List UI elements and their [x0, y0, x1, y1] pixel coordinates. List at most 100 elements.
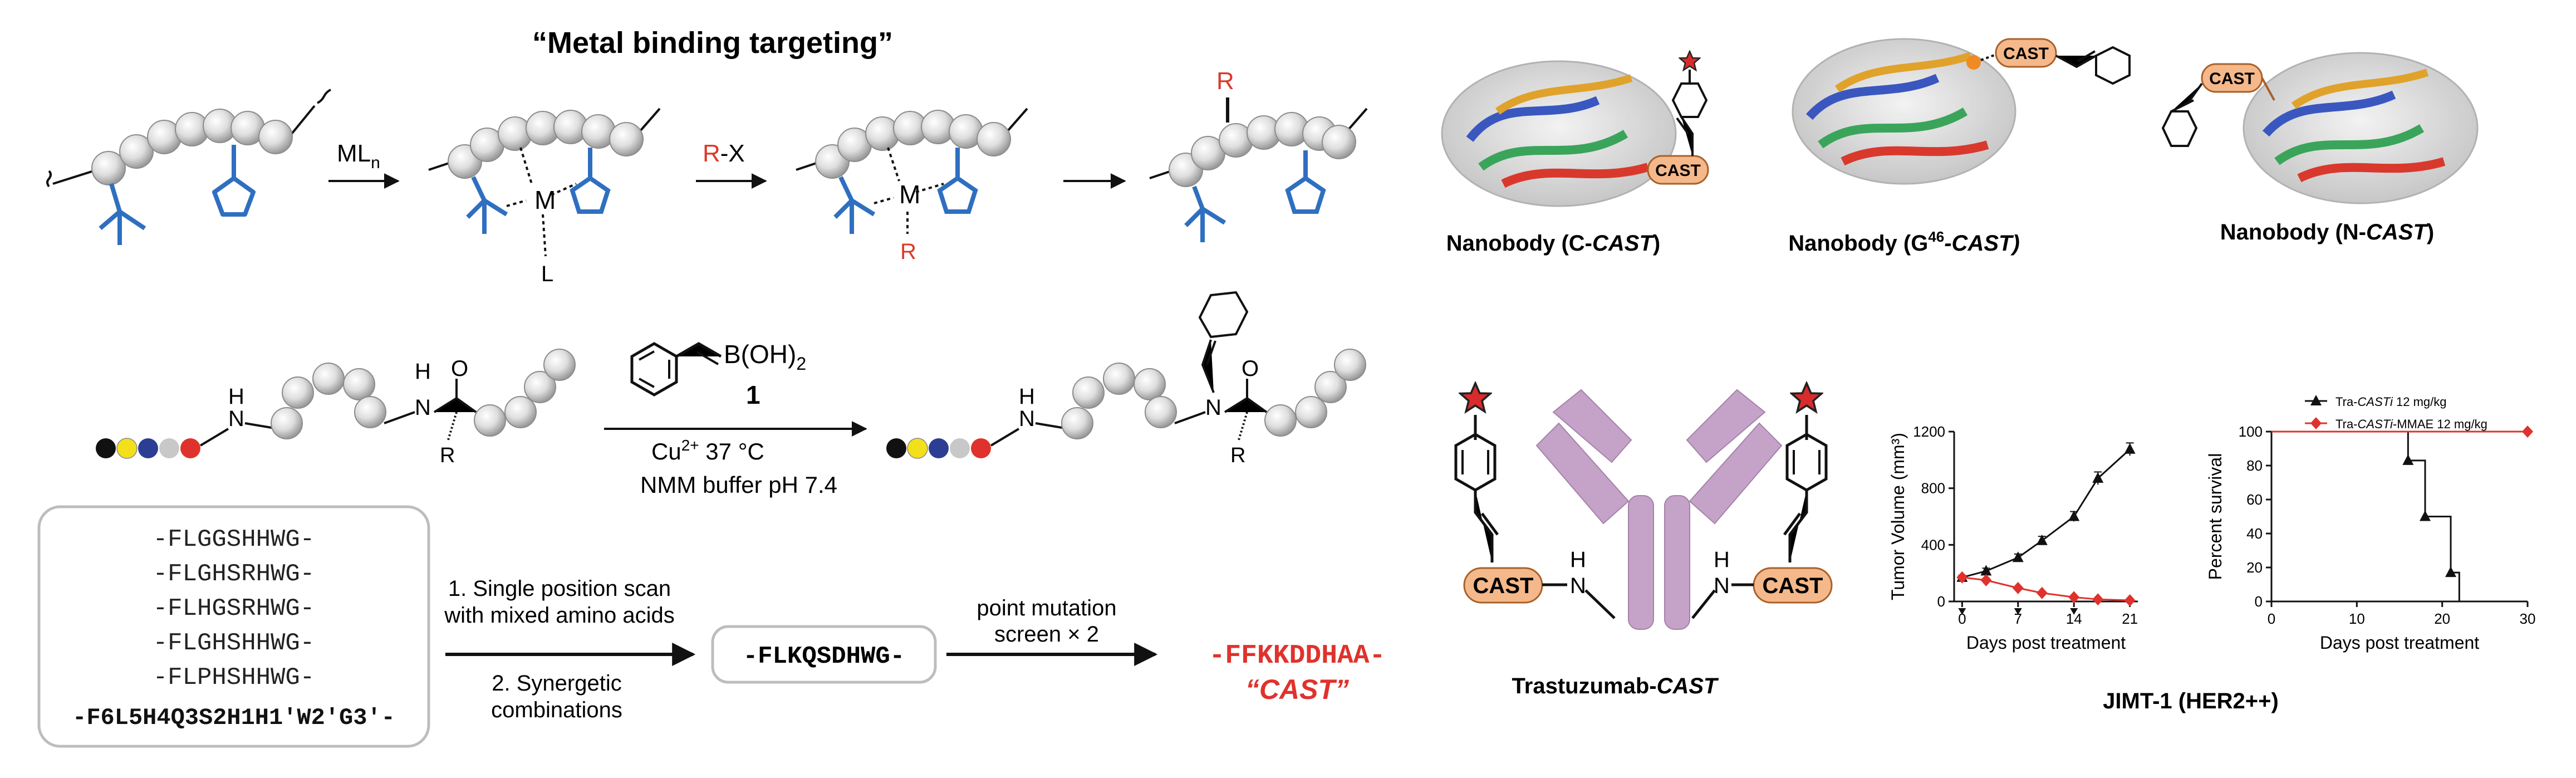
- y-tick-label: 40: [2246, 525, 2263, 542]
- atom-o-1: O: [451, 356, 468, 381]
- step1-reagent: MLn: [337, 140, 380, 172]
- atom-r-2: R: [1230, 444, 1245, 467]
- survival-point: [2522, 425, 2533, 438]
- scan-step-1a: 1. Single position scan: [448, 576, 671, 601]
- consensus-seq: -F6L5H4Q3S2H1H1'W2'G3'-: [72, 704, 395, 731]
- panel-a-title: “Metal binding targeting”: [532, 26, 893, 60]
- x-axis-label: Days post treatment: [1966, 633, 2126, 653]
- ligand-label: L: [541, 262, 553, 286]
- r-group-bound: R: [900, 239, 916, 264]
- boronic-acid-reagent: B(OH)2 1: [630, 340, 806, 409]
- x-tick-label: 0: [1958, 610, 1966, 627]
- data-point: [2092, 472, 2104, 483]
- trastuzumab-label: Trastuzumab-CAST: [1512, 674, 1720, 698]
- nanobody-g46-cast: CAST Nanobody (G46-CAST): [1788, 38, 2131, 256]
- cast-sequence: -FFKKDDHAA-: [1209, 641, 1386, 671]
- linker-n-left: N: [1570, 574, 1586, 598]
- reaction-conditions-2: NMM buffer pH 7.4: [640, 472, 837, 498]
- data-point: [2036, 534, 2048, 545]
- cast-tag-right-label: CAST: [1763, 574, 1823, 598]
- nanobody-c-cast: CAST Nanobody (C-CAST): [1441, 50, 1709, 256]
- survival-point: [2402, 454, 2414, 465]
- scan-step-2b: combinations: [491, 698, 622, 722]
- metal-label-2: M: [899, 180, 920, 209]
- atom-h-2: H: [415, 359, 431, 384]
- scan-step-2a: 2. Synergetic: [492, 671, 621, 696]
- survival-point: [2420, 510, 2431, 521]
- x-tick-label: 7: [2014, 610, 2022, 627]
- dose-arrow: [2014, 608, 2022, 615]
- atom-n-2: N: [415, 395, 431, 420]
- x-tick-label: 30: [2520, 610, 2536, 627]
- library-seq-5: -FLPHSHHWG-: [153, 664, 315, 692]
- series-line: [1961, 448, 2131, 579]
- legend-label: Tra-CASTi 12 mg/kg: [2335, 395, 2447, 409]
- peptide-chain-1: [46, 89, 331, 245]
- linker-h-right: H: [1714, 547, 1730, 572]
- atom-h-1: H: [228, 384, 244, 409]
- metal-label: M: [534, 185, 556, 214]
- data-point: [1956, 571, 1968, 584]
- r-group-product: R: [1216, 67, 1234, 95]
- nanobody-c-label: Nanobody (C-CAST): [1446, 231, 1660, 256]
- legend-marker: [2310, 417, 2322, 429]
- mutation-screen-b: screen × 2: [994, 622, 1099, 647]
- nanobody-n-label: Nanobody (N-CAST): [2220, 220, 2434, 244]
- atom-r-1: R: [440, 444, 455, 467]
- data-point: [2124, 594, 2136, 606]
- legend-label: Tra-CASTi-MMAE 12 mg/kg: [2335, 417, 2487, 431]
- y-tick-label: 20: [2246, 559, 2263, 576]
- atom-o-2: O: [1242, 356, 1259, 381]
- nanobody-n-cast: CAST Nanobody (N-CAST): [2161, 52, 2479, 244]
- cast-name: “CAST”: [1245, 674, 1349, 705]
- data-point: [2012, 581, 2024, 594]
- linker-h-left: H: [1570, 547, 1586, 572]
- intermediate-seq: -FLKQSDHWG-: [743, 643, 905, 671]
- y-tick-label: 100: [2239, 423, 2263, 440]
- y-tick-label: 800: [1921, 480, 1945, 497]
- y-tick-label: 0: [2255, 593, 2263, 610]
- y-axis-label: Percent survival: [2205, 453, 2225, 580]
- atom-n-4: N: [1205, 395, 1221, 420]
- library-seq-4: -FLGHSHHWG-: [153, 629, 315, 657]
- data-point: [2036, 586, 2048, 599]
- cast-tag-c: [1647, 155, 1709, 185]
- nanobody-g46-label: Nanobody (G46-CAST): [1788, 228, 2020, 256]
- panel-reaction: N H N H O R B(OH)2 1: [96, 291, 1366, 498]
- x-tick-label: 0: [2268, 610, 2275, 627]
- linker-n-right: N: [1714, 574, 1730, 598]
- dose-arrow: [2070, 608, 2078, 615]
- antibody-shape: [1535, 389, 1783, 630]
- x-tick-label: 20: [2434, 610, 2450, 627]
- dose-arrow: [1958, 608, 1966, 615]
- data-point: [2092, 593, 2104, 606]
- panel-trastuzumab: CAST N H CAST N H Trastuzumab-CAST: [1454, 382, 1833, 698]
- atom-n-3: N: [1019, 407, 1035, 431]
- panel-nanobodies: CAST Nanobody (C-CAST) CAST Nanobody (G4…: [1441, 38, 2479, 256]
- atom-n-1: N: [228, 407, 244, 431]
- x-axis-label: Days post treatment: [2320, 633, 2479, 653]
- compound-number: 1: [746, 380, 760, 409]
- cast-tag-left-label: CAST: [1473, 574, 1534, 598]
- x-tick-label: 21: [2122, 610, 2138, 627]
- data-point: [1980, 565, 1992, 576]
- data-point: [1980, 574, 1992, 586]
- scan-step-1b: with mixed amino acids: [444, 603, 675, 628]
- cast-tag-g46: [1995, 38, 2057, 68]
- y-tick-label: 60: [2246, 491, 2263, 508]
- data-point: [2068, 591, 2080, 604]
- data-point: [2012, 551, 2024, 562]
- atom-h-3: H: [1019, 384, 1035, 409]
- library-seq-3: -FLHGSRHWG-: [153, 595, 315, 623]
- cast-tag-c-label: CAST: [1655, 162, 1701, 180]
- intermediate-seq-box: [711, 625, 937, 684]
- library-seq-2: -FLGHSRHWG-: [153, 560, 315, 588]
- y-tick-label: 1200: [1913, 423, 1945, 440]
- data-point: [2068, 510, 2080, 521]
- peptide-chain-3: M R: [796, 107, 1028, 264]
- library-seq-1: -FLGGSHHWG-: [153, 526, 315, 554]
- panel-metal-binding: “Metal binding targeting” MLn: [46, 26, 1368, 286]
